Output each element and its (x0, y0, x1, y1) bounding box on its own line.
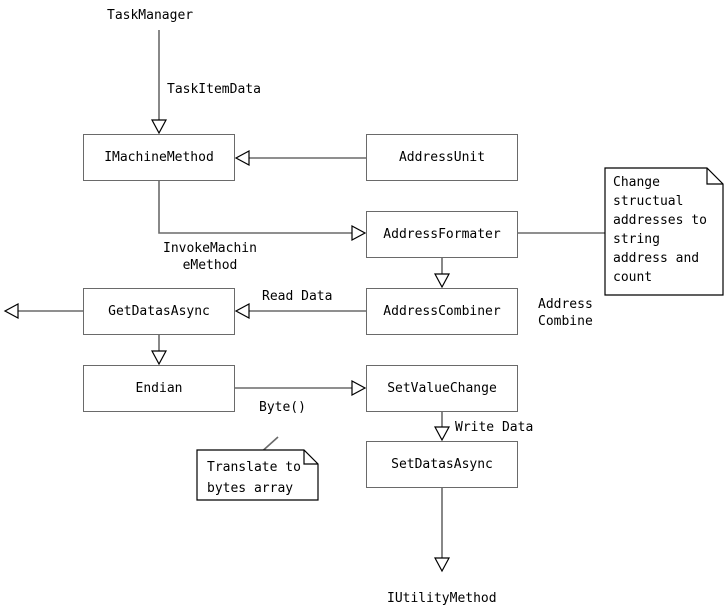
node-label: AddressFormater (383, 227, 501, 242)
label-taskitemdata: TaskItemData (167, 82, 261, 97)
node-label: SetDatasAsync (391, 457, 493, 472)
label-iutilitymethod: IUtilityMethod (387, 591, 497, 606)
node-label: SetValueChange (387, 381, 497, 396)
node-endian[interactable]: Endian (83, 365, 235, 412)
arrowhead-left-addressunit-imachinemethod (234, 149, 250, 167)
arrowhead-right-imachinemethod-addressformater (351, 224, 367, 242)
label-invokemachinemethod: InvokeMachin eMethod (163, 241, 257, 273)
note-address-change[interactable]: Change structual addresses to string add… (605, 168, 723, 295)
arrowhead-down-taskitemdata (150, 119, 168, 135)
node-setdatasasync[interactable]: SetDatasAsync (366, 441, 518, 488)
note-translate-bytes[interactable]: Translate to bytes array (197, 450, 318, 500)
node-label: GetDatasAsync (108, 304, 210, 319)
arrowhead-left-getdatasasync-external (3, 302, 19, 320)
node-addressformater[interactable]: AddressFormater (366, 211, 518, 258)
note-address-change-text: Change structual addresses to string add… (613, 175, 707, 285)
arrowhead-left-addresscombiner-getdatasasync (234, 302, 250, 320)
arrowhead-down-setdatasasync-iutilitymethod (433, 557, 451, 573)
node-label: Endian (135, 381, 183, 396)
node-addresscombiner[interactable]: AddressCombiner (366, 288, 518, 335)
node-setvaluechange[interactable]: SetValueChange (366, 365, 518, 412)
node-addressunit[interactable]: AddressUnit (366, 134, 518, 181)
label-write-data: Write Data (455, 420, 534, 435)
connector-imachinemethod-to-addressformater (158, 181, 354, 234)
note-shape-address-change (604, 167, 724, 296)
arrowhead-down-setvaluechange-setdatasasync (433, 426, 451, 442)
arrowhead-down-addressformater-addresscombiner (433, 273, 451, 289)
note-translate-bytes-text: Translate to bytes array (207, 460, 301, 496)
label-read-data: Read Data (262, 289, 333, 304)
label-byte: Byte() (259, 400, 306, 415)
label-taskmanager: TaskManager (107, 8, 194, 23)
node-getdatasasync[interactable]: GetDatasAsync (83, 288, 235, 335)
node-imachinemethod[interactable]: IMachineMethod (83, 134, 235, 181)
node-label: AddressCombiner (383, 304, 501, 319)
arrowhead-right-endian-setvaluechange (351, 379, 367, 397)
note-shape-translate-bytes (196, 449, 319, 501)
arrowhead-down-getdatasasync-endian (150, 350, 168, 366)
node-label: IMachineMethod (104, 150, 214, 165)
label-address-combine: Address Combine (538, 297, 593, 329)
node-label: AddressUnit (398, 150, 486, 165)
